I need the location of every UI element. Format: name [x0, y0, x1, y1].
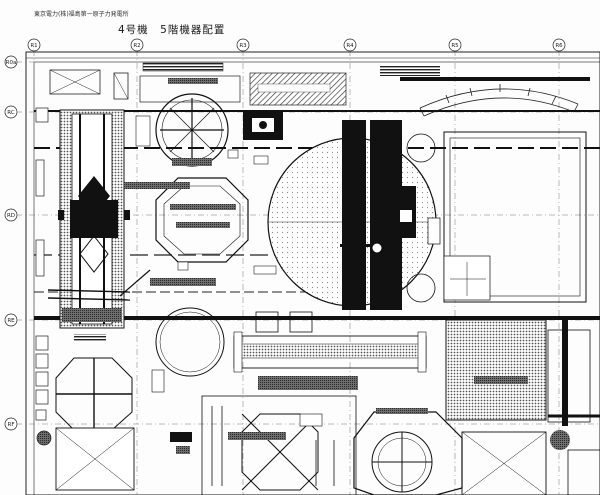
grid-row-label: RF: [8, 422, 15, 428]
grid-col-label: R3: [239, 43, 247, 49]
grid-col-label: R2: [133, 43, 140, 49]
grid-col-marker: R2: [130, 38, 144, 52]
laydown-area: [445, 318, 600, 426]
bottom-equipment: [170, 395, 357, 495]
grid-col-marker: R4: [343, 38, 357, 52]
grid-col-marker: R6: [552, 38, 566, 52]
document-note: 東京電力(株)福島第一原子力発電所: [34, 11, 129, 18]
left-shaft-assembly: [47, 109, 151, 342]
top-equipment-strip: [49, 62, 590, 106]
grid-col-label: R1: [30, 43, 37, 49]
grid-row-label: RC: [7, 110, 15, 116]
grid-row-label: RE: [7, 318, 15, 324]
reactor-well: [267, 120, 437, 310]
small-equipment-cluster: [135, 115, 277, 286]
round-equipment-upper: [155, 93, 229, 167]
grid-col-marker: R1: [27, 38, 41, 52]
grid-col-marker: R3: [236, 38, 250, 52]
round-tank-lower: [151, 307, 225, 393]
grid-column-markers: R1 R2 R3 R4 R5 R6: [27, 38, 566, 52]
bottom-octagon-frame: [353, 408, 463, 495]
octagon-frame-lower: [55, 357, 135, 491]
grid-row-marker: RD: [4, 208, 18, 222]
grid-col-marker: R5: [448, 38, 462, 52]
drawing-title: 4号機 5階機器配置: [118, 24, 226, 36]
bottom-right-boxes: [461, 430, 600, 495]
fuel-pool: [406, 131, 587, 303]
grid-row-label: R0a: [6, 60, 17, 66]
octagon-frame-middle: [124, 177, 249, 263]
grid-row-marker: R0a: [4, 55, 18, 69]
black-device: [243, 110, 283, 140]
grid-row-label: RD: [7, 213, 15, 219]
left-wall-boxes: [35, 107, 52, 446]
grid-row-marker: RC: [4, 105, 18, 119]
grid-col-label: R6: [555, 43, 563, 49]
grid-row-markers: R0a RC RD RE RF: [4, 55, 18, 431]
grid-row-marker: RE: [4, 313, 18, 327]
grid-row-marker: RF: [4, 417, 18, 431]
grid-col-label: R4: [346, 43, 354, 49]
grid-col-label: R5: [451, 43, 459, 49]
long-truss: [233, 311, 427, 390]
